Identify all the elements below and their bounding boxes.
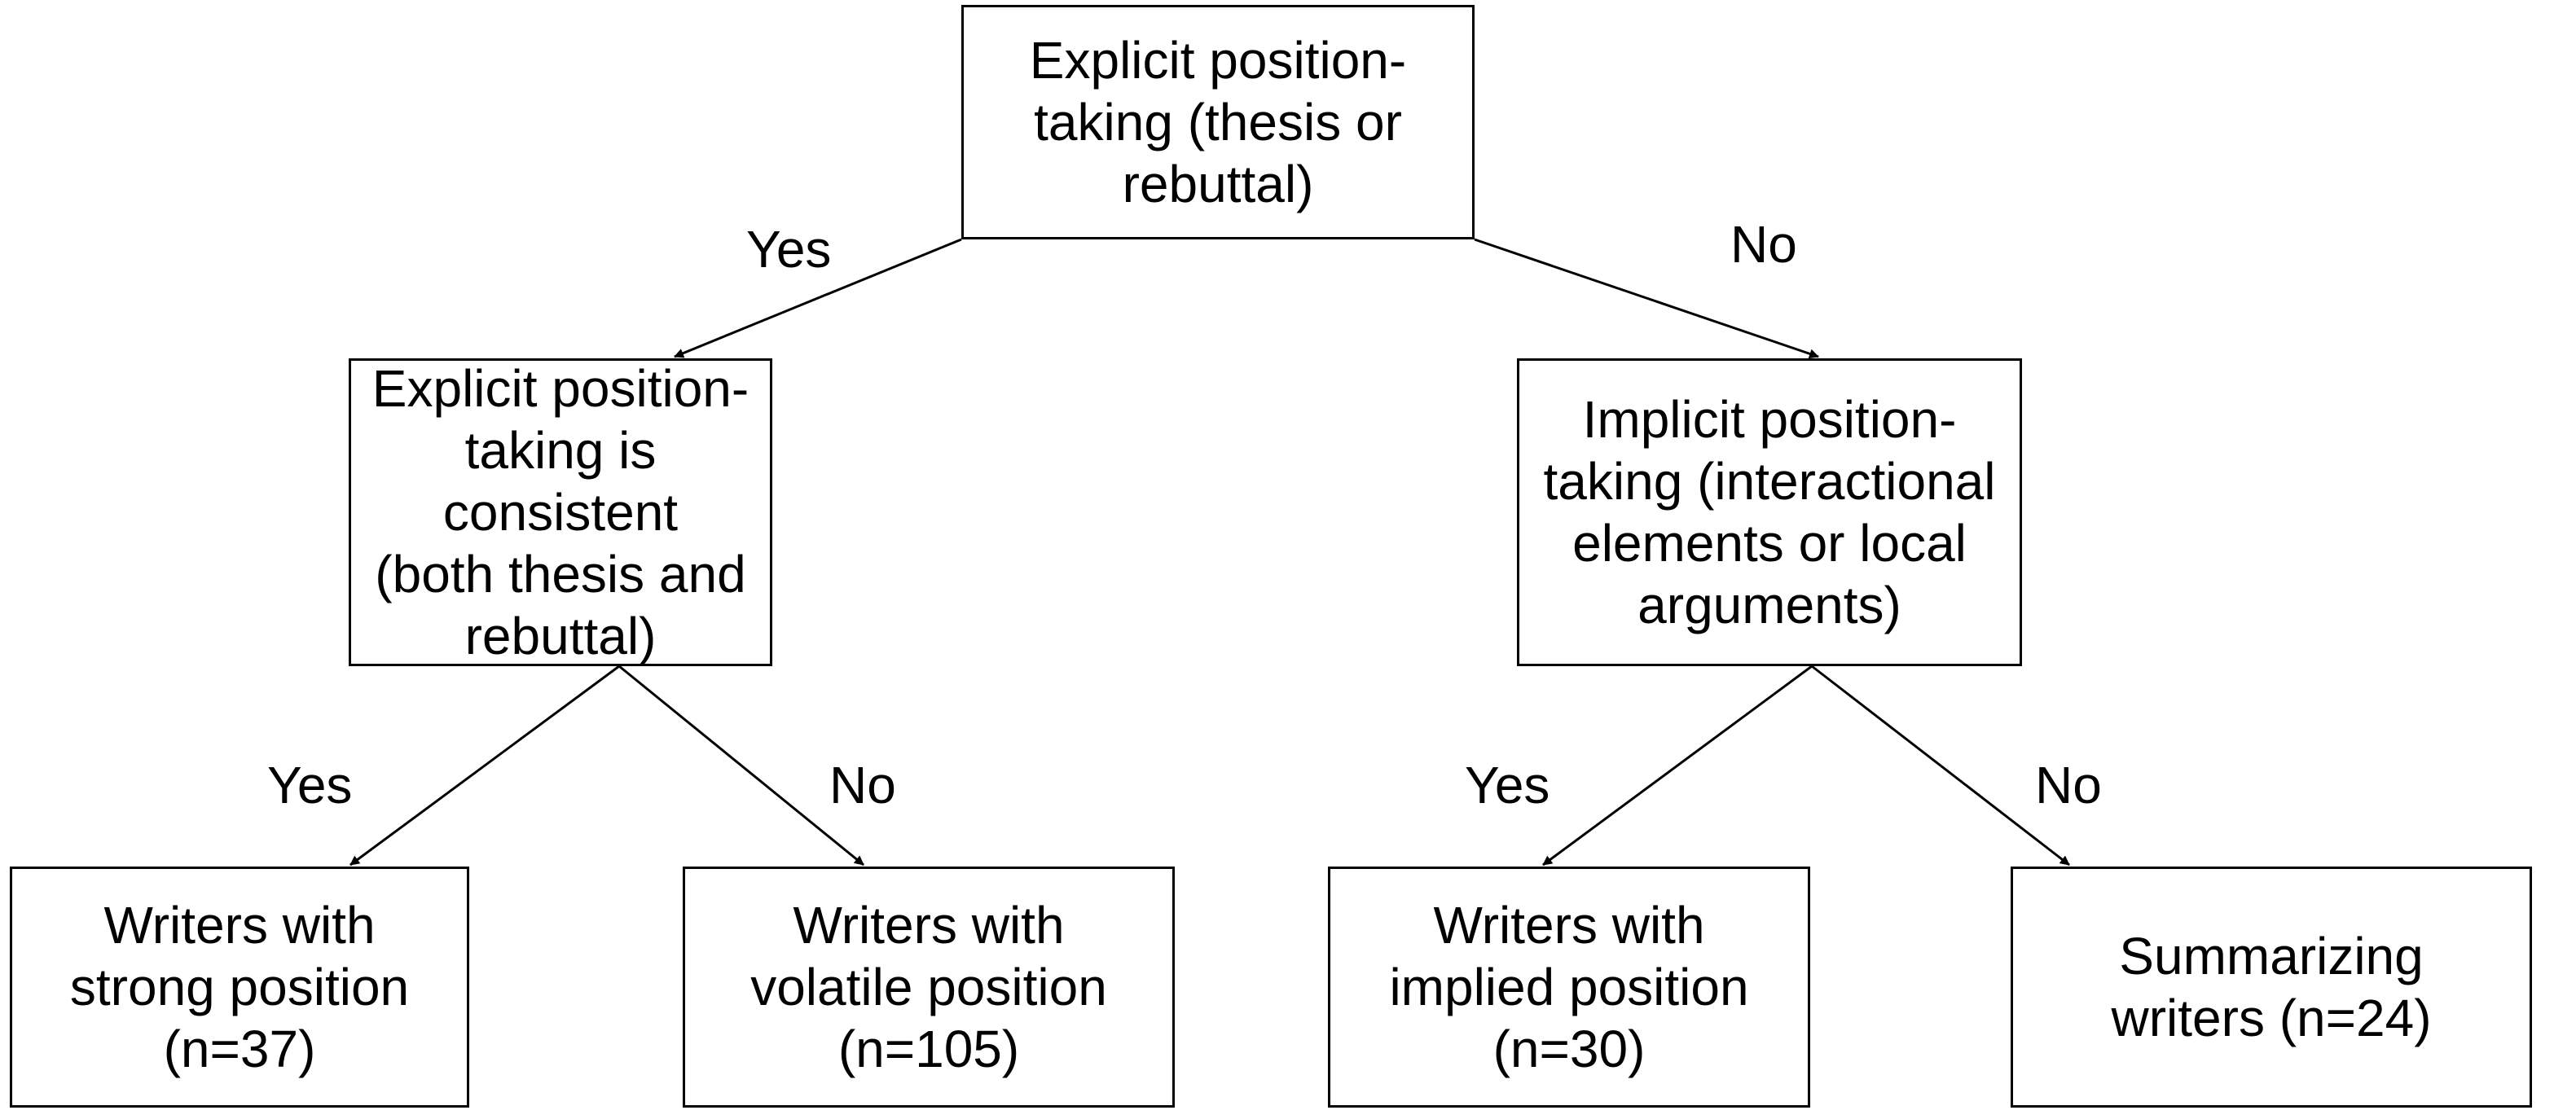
leaf-volatile-position-text: Writers with volatile position (n=105) [750,896,1107,1078]
node-explicit-consistent: Explicit position- taking is consistent … [349,358,772,666]
edge-explicit-yes [349,665,620,867]
edge-implicit-yes [1542,665,1813,867]
node-explicit-position-taking-text: Explicit position- taking (thesis or reb… [1029,31,1407,213]
leaf-implied-position: Writers with implied position (n=30) [1328,867,1810,1108]
branch-label-root-no: No [1730,215,1797,274]
node-explicit-consistent-text: Explicit position- taking is consistent … [371,359,750,665]
node-explicit-position-taking: Explicit position- taking (thesis or reb… [961,5,1475,239]
branch-label-implicit-no: No [2035,756,2102,814]
branch-label-explicit-yes: Yes [267,756,353,814]
leaf-volatile-position: Writers with volatile position (n=105) [683,867,1175,1108]
edge-root-yes [674,238,962,358]
node-implicit-position-taking-text: Implicit position- taking (interactional… [1543,390,1996,634]
node-implicit-position-taking: Implicit position- taking (interactional… [1517,358,2022,666]
branch-label-root-yes: Yes [746,220,832,279]
edge-explicit-no [618,665,864,867]
branch-label-explicit-no: No [829,756,896,814]
branch-label-implicit-yes: Yes [1465,756,1550,814]
leaf-strong-position-text: Writers with strong position (n=37) [69,896,410,1078]
edge-implicit-no [1811,665,2070,867]
leaf-summarizing-writers: Summarizing writers (n=24) [2011,867,2532,1108]
leaf-implied-position-text: Writers with implied position (n=30) [1389,896,1749,1078]
edge-root-no [1474,238,1819,359]
leaf-strong-position: Writers with strong position (n=37) [10,867,469,1108]
leaf-summarizing-writers-text: Summarizing writers (n=24) [2111,927,2432,1047]
